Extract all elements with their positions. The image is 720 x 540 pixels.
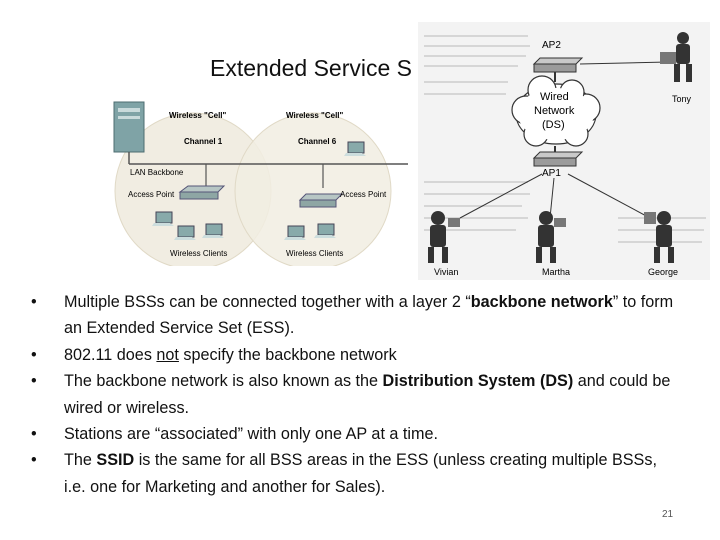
access-point-left-icon [178, 185, 226, 200]
martha-label: Martha [542, 267, 570, 277]
network-label: Network [534, 105, 575, 117]
clients-left-label: Wireless Clients [170, 249, 227, 258]
ap2-label: AP2 [542, 40, 561, 51]
bullet-item: • Multiple BSSs can be connected togethe… [28, 289, 678, 342]
laptop-icon [202, 223, 224, 238]
ess-ds-diagram: AP2 Wired Network (DS) AP1 [418, 22, 710, 280]
bullet-symbol: • [31, 372, 37, 391]
laptop-icon [314, 223, 336, 238]
vivian-label: Vivian [434, 267, 458, 277]
person-icon [536, 211, 566, 263]
laptop-icon [174, 225, 196, 240]
access-point-right-icon [298, 193, 344, 208]
bullet-text: The backbone network is also known as th… [64, 372, 671, 417]
channel-right-label: Channel 6 [298, 137, 337, 146]
bullet-list: • Multiple BSSs can be connected togethe… [28, 289, 678, 500]
bullet-text: Multiple BSSs can be connected together … [64, 293, 674, 338]
person-icon [660, 32, 692, 82]
wired-label: Wired [540, 91, 569, 103]
laptop-icon [344, 141, 366, 156]
cell-left-label: Wireless "Cell" [169, 111, 227, 120]
bullet-symbol: • [31, 345, 37, 364]
ap1-icon [532, 151, 584, 167]
bullet-symbol: • [31, 451, 37, 470]
person-icon [428, 211, 460, 263]
bullet-item: • Stations are “associated” with only on… [28, 421, 678, 447]
bullet-text: Stations are “associated” with only one … [64, 425, 439, 444]
bullet-item: • The backbone network is also known as … [28, 368, 678, 421]
bullet-text: 802.11 does not specify the backbone net… [64, 345, 397, 364]
bullet-text: The SSID is the same for all BSS areas i… [64, 451, 657, 496]
ap1-label: AP1 [542, 168, 561, 179]
access-point-right-label: Access Point [340, 190, 387, 199]
bullet-item: • The SSID is the same for all BSS areas… [28, 447, 678, 500]
laptop-icon [284, 225, 306, 240]
bullet-item: • 802.11 does not specify the backbone n… [28, 342, 678, 368]
bullet-symbol: • [31, 293, 37, 311]
page-number: 21 [662, 509, 674, 520]
cell-right-label: Wireless "Cell" [286, 111, 344, 120]
slide-title: Extended Service S [210, 55, 413, 81]
server-icon [113, 101, 145, 153]
clients-right-label: Wireless Clients [286, 249, 343, 258]
ds-label: (DS) [542, 119, 565, 131]
tony-label: Tony [672, 94, 692, 104]
ess-ds-figure: AP2 Wired Network (DS) AP1 [424, 32, 706, 277]
george-label: George [648, 267, 678, 277]
person-icon [644, 211, 674, 263]
channel-left-label: Channel 1 [184, 137, 223, 146]
bss-cells-diagram: LAN Backbone Wireless "Cell" Wireless "C… [113, 101, 408, 266]
bullet-symbol: • [31, 425, 37, 444]
ap2-icon [532, 57, 584, 73]
lan-backbone-label: LAN Backbone [130, 168, 184, 177]
access-point-left-label: Access Point [128, 190, 175, 199]
laptop-icon [152, 211, 174, 226]
